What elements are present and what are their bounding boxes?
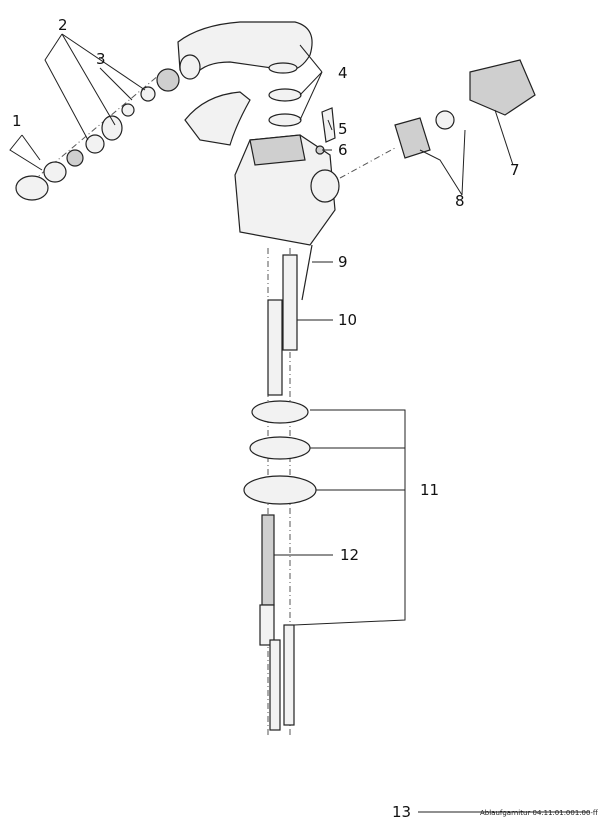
base-gaskets xyxy=(243,400,317,505)
callout-1: 1 xyxy=(12,112,22,130)
spout xyxy=(177,21,313,80)
lever-cover xyxy=(184,91,251,146)
aerator-parts xyxy=(15,68,180,201)
footnote-text: Ablaufgarnitur 04.11.01.001.00-ff xyxy=(480,809,598,817)
callout-6: 6 xyxy=(338,141,348,159)
callout-13: 13 xyxy=(392,803,411,821)
spout-rings xyxy=(268,62,302,127)
callout-7: 7 xyxy=(510,161,520,179)
callout-8: 8 xyxy=(455,192,465,210)
handle-cap xyxy=(469,59,536,116)
callout-11: 11 xyxy=(420,481,439,499)
callout-3: 3 xyxy=(96,50,106,68)
callout-2: 2 xyxy=(58,16,68,34)
callout-12: 12 xyxy=(340,546,359,564)
callout-4: 4 xyxy=(338,64,348,82)
center-axis-lines xyxy=(21,69,396,735)
mounting-stud xyxy=(259,514,295,731)
cartridge xyxy=(394,110,455,159)
callout-5: 5 xyxy=(338,120,348,138)
threaded-studs xyxy=(267,244,313,396)
callout-labels: 1 2 3 4 5 6 7 8 9 10 11 12 13 Ablaufgarn… xyxy=(12,16,598,821)
lever-pin xyxy=(315,107,336,155)
leader-lines xyxy=(9,33,590,813)
faucet-body xyxy=(234,134,340,246)
callout-9: 9 xyxy=(338,253,348,271)
callout-10: 10 xyxy=(338,311,357,329)
